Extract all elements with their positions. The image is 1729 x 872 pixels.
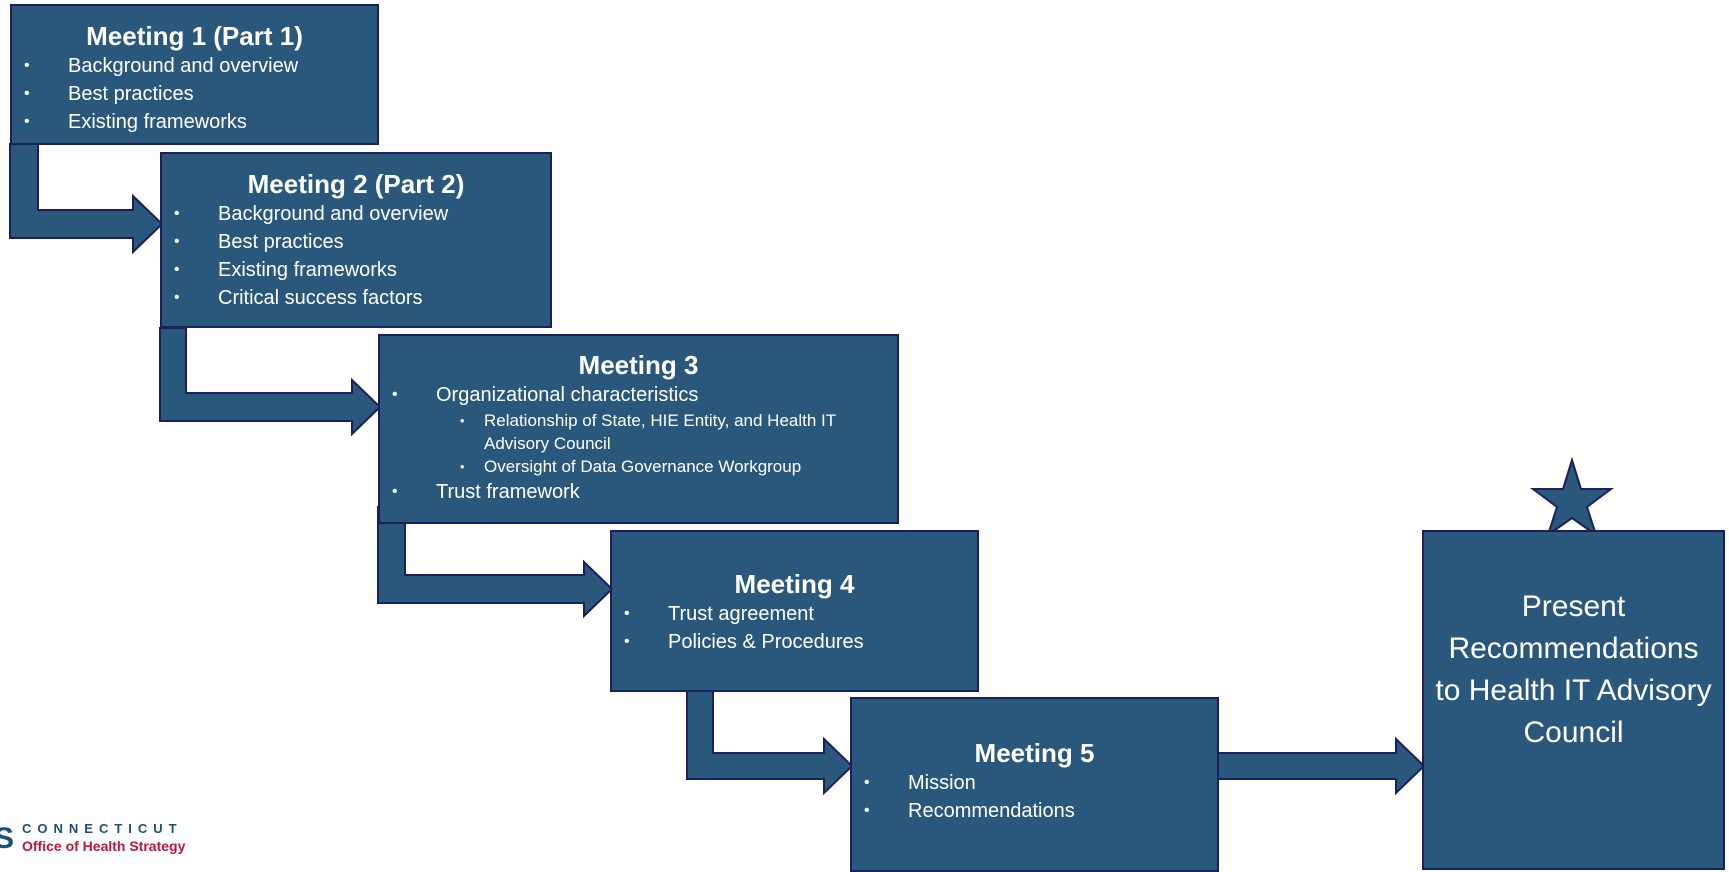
logo-connecticut: CONNECTICUT [22,821,183,836]
meeting-3-bullet-1: Organizational characteristics [380,381,897,409]
meeting-3-title: Meeting 3 [578,350,699,380]
meeting-4-bullet-2: Policies & Procedures [612,628,977,656]
meeting-3-bullet-2: Trust framework [380,478,897,506]
meeting-5-bullet-2: Recommendations [852,797,1217,825]
meeting-3-sub-bullet-2: Oversight of Data Governance Workgroup [380,455,897,478]
meeting-5-box: Meeting 5 Mission Recommendations [850,697,1219,872]
meeting-4-box: Meeting 4 Trust agreement Policies & Pro… [610,530,979,692]
present-recommendations-text: Present Recommendations to Health IT Adv… [1435,590,1712,749]
meeting-4-title: Meeting 4 [734,569,855,599]
meeting-5-bullet-1: Mission [852,769,1217,797]
meeting-1-title: Meeting 1 (Part 1) [86,21,303,51]
present-recommendations-box: Present Recommendations to Health IT Adv… [1422,530,1725,870]
meeting-3-sub-bullets: Relationship of State, HIE Entity, and H… [380,409,897,478]
arrow-4-to-5 [686,687,854,796]
meeting-1-bullet-3: Existing frameworks [12,108,377,136]
arrow-2-to-3 [159,327,382,437]
meeting-1-bullet-1: Background and overview [12,52,377,80]
meeting-2-bullet-1: Background and overview [162,200,550,228]
meeting-2-bullet-3: Existing frameworks [162,256,550,284]
meeting-1-box: Meeting 1 (Part 1) Background and overvi… [10,4,379,145]
meeting-5-bullets: Mission Recommendations [852,769,1217,825]
meeting-3-sub-bullet-1: Relationship of State, HIE Entity, and H… [380,409,897,455]
meeting-1-bullets: Background and overview Best practices E… [12,52,377,136]
logo-mark-icon: S [0,822,15,855]
arrow-1-to-2 [9,143,164,255]
logo-office-name: Office of Health Strategy [22,838,186,854]
meeting-2-bullet-2: Best practices [162,228,550,256]
meeting-2-box: Meeting 2 (Part 2) Background and overvi… [160,152,552,328]
meeting-2-bullets: Background and overview Best practices E… [162,200,550,312]
meeting-2-title: Meeting 2 (Part 2) [247,169,465,199]
meeting-4-bullet-1: Trust agreement [612,600,977,628]
arrow-3-to-4 [377,506,614,619]
star-icon [1530,456,1614,538]
meeting-3-bullets-continued: Trust framework [380,478,897,506]
meeting-3-bullets: Organizational characteristics [380,381,897,409]
meeting-4-bullets: Trust agreement Policies & Procedures [612,600,977,656]
meeting-2-bullet-4: Critical success factors [162,284,550,312]
meeting-3-box: Meeting 3 Organizational characteristics… [378,334,899,524]
meeting-1-bullet-2: Best practices [12,80,377,108]
meeting-5-title: Meeting 5 [974,738,1095,768]
arrow-5-to-present [1215,736,1426,796]
